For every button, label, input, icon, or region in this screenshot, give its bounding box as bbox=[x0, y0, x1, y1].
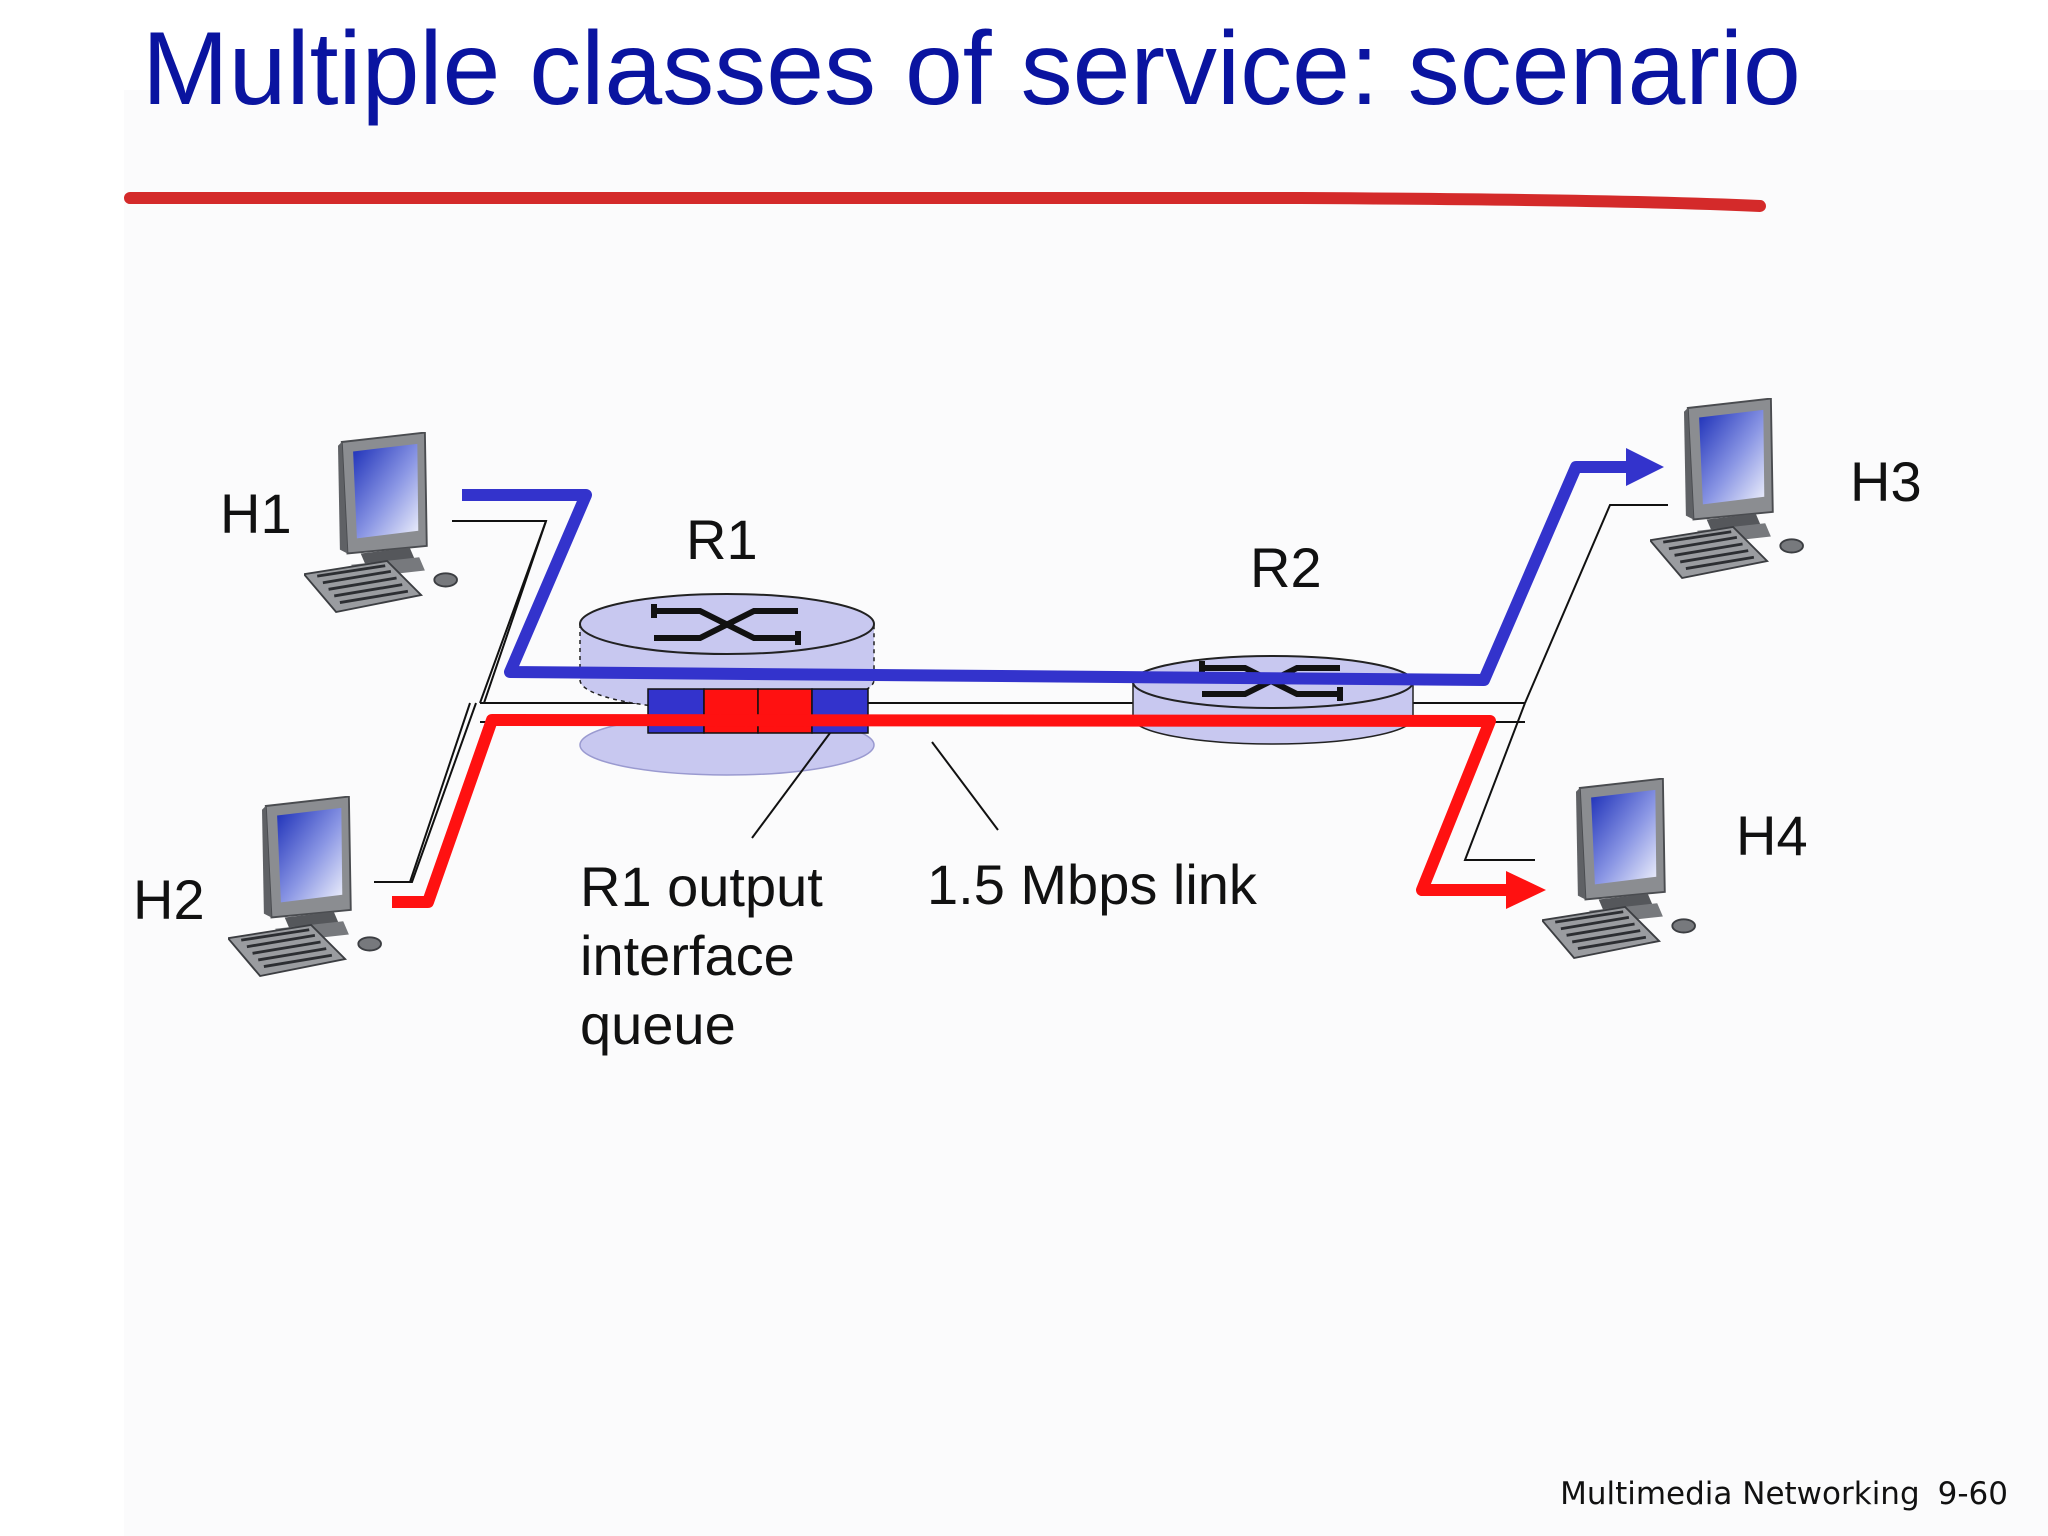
desktop-computer-icon bbox=[304, 433, 457, 612]
host-label-h3: H3 bbox=[1850, 452, 1922, 512]
link-callout-line bbox=[932, 742, 998, 830]
router-label-r1: R1 bbox=[686, 510, 758, 570]
link-annotation: 1.5 Mbps link bbox=[927, 850, 1257, 919]
host-label-h2: H2 bbox=[133, 870, 205, 930]
router-label-r2: R2 bbox=[1250, 538, 1322, 598]
slide-footer: Multimedia Networking 9-60 bbox=[1542, 1476, 2008, 1512]
router-r2 bbox=[1133, 656, 1413, 744]
ink-underline bbox=[130, 197, 1760, 206]
desktop-computer-icon bbox=[1650, 399, 1803, 578]
desktop-computer-icon bbox=[1542, 779, 1695, 958]
host-label-h4: H4 bbox=[1736, 806, 1808, 866]
router-r1 bbox=[580, 594, 874, 775]
queue-r1 bbox=[648, 689, 868, 733]
host-label-h1: H1 bbox=[220, 484, 292, 544]
desktop-computer-icon bbox=[228, 797, 381, 976]
footer-page-number: 9-60 bbox=[1938, 1476, 2008, 1512]
footer-section: Multimedia Networking bbox=[1560, 1476, 1920, 1512]
queue-annotation: R1 output interface queue bbox=[580, 852, 823, 1059]
